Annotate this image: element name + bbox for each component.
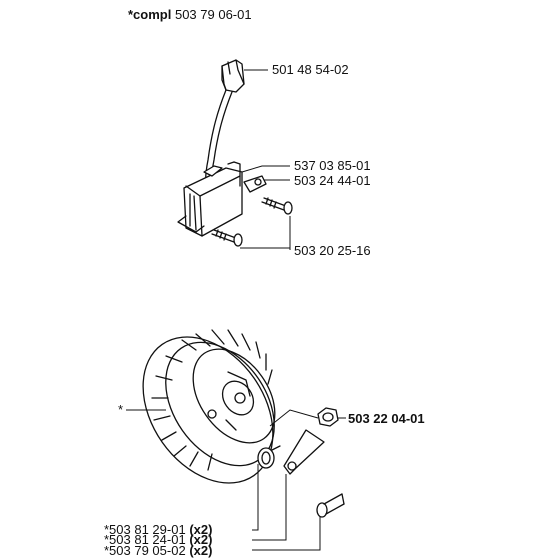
coil-screw-upper — [261, 197, 293, 215]
pawl-spring-part: *503 81 29-01 — [104, 522, 186, 537]
callout-coil-b: 503 24 44-01 — [294, 173, 371, 188]
pawl-qty: (x2) — [189, 532, 213, 547]
callout-spark-cap: 501 48 54-02 — [272, 62, 349, 77]
coil-screw-lower — [211, 229, 243, 247]
callout-coil-a: 537 03 85-01 — [294, 158, 371, 173]
pawl-bolt-part: *503 79 05-02 — [104, 543, 186, 558]
spark-plug-cap — [221, 59, 245, 93]
callout-flywheel-nut: 503 22 04-01 — [348, 411, 425, 426]
callout-pawl-spring: *503 81 29-01 (x2) — [104, 522, 212, 537]
pawl-bolt — [316, 493, 345, 518]
pawl-spring-qty: (x2) — [189, 522, 213, 537]
flywheel-nut — [317, 407, 339, 427]
callout-flywheel-star: * — [118, 402, 124, 417]
callout-pawl: *503 81 24-01 (x2) — [104, 532, 212, 547]
assembly-number: 503 79 06-01 — [174, 7, 252, 22]
pawl-spring — [257, 445, 281, 469]
ignition-module — [177, 161, 243, 237]
pawl-bolt-qty: (x2) — [189, 543, 213, 558]
flywheel — [142, 329, 276, 484]
pawl — [283, 429, 325, 475]
callout-coil-screw: 503 20 25-16 — [294, 243, 371, 258]
pawl-part: *503 81 24-01 — [104, 532, 186, 547]
leader-lines — [126, 69, 346, 551]
terminal-bracket — [243, 175, 267, 193]
assembly-prefix: *compl — [128, 7, 172, 22]
callout-pawl-bolt: *503 79 05-02 (x2) — [104, 543, 212, 558]
assembly-header: *compl 503 79 06-01 — [128, 7, 252, 22]
